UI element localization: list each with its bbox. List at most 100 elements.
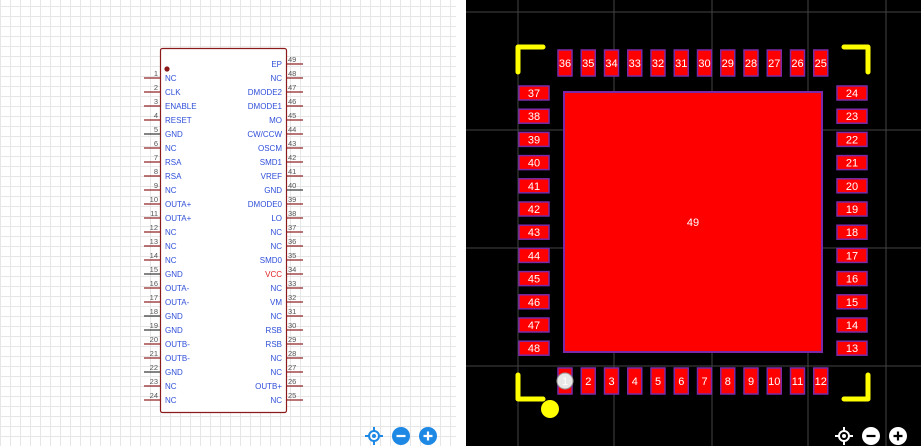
pin-number: 48 [288, 69, 296, 78]
schematic-locate-button[interactable] [365, 427, 383, 445]
pad-label: 28 [745, 58, 757, 70]
pad: 6 [673, 367, 689, 395]
pin-name: NC [165, 74, 177, 83]
pad-shape [836, 154, 868, 171]
pad: 20 [836, 178, 868, 194]
pin-name: GND [165, 326, 183, 335]
pad: 26 [789, 49, 806, 77]
pad-shape [813, 367, 829, 395]
pad: 43 [518, 224, 550, 240]
pad: 2 [580, 367, 596, 395]
pin-name: NC [165, 396, 177, 405]
footprint-locate-button[interactable] [835, 427, 853, 445]
pad-shape [813, 49, 829, 77]
pin-number: 35 [288, 251, 296, 260]
schematic-zoom-in-button[interactable] [419, 427, 437, 445]
pad: 3 [603, 367, 620, 395]
zoom-in-icon [889, 427, 907, 445]
pad-shape [696, 367, 713, 395]
pin-number: 27 [288, 363, 296, 372]
pin-number: 33 [288, 279, 296, 288]
pin-name: NC [165, 186, 177, 195]
pad-shape [789, 367, 806, 395]
pin-number: 8 [154, 167, 158, 176]
pin-number: 40 [288, 181, 296, 190]
pin-number: 19 [150, 321, 158, 330]
pad-label: 46 [528, 297, 540, 309]
pin-number: 32 [288, 293, 296, 302]
pad-label: 12 [815, 376, 827, 388]
pad-shape [696, 49, 713, 77]
pin-name: NC [165, 228, 177, 237]
pad-shape [518, 224, 550, 240]
pin-number: 28 [288, 349, 296, 358]
pad-shape [627, 367, 643, 395]
pad: 36 [557, 49, 573, 77]
pad-label: 29 [722, 58, 734, 70]
pad1-highlight [556, 372, 574, 390]
pad-label: 13 [846, 343, 858, 355]
pin-number: 22 [150, 363, 158, 372]
pin-name: NC [270, 396, 282, 405]
pad-label: 10 [768, 376, 780, 388]
pad: 42 [518, 201, 550, 217]
exposed-pad-shape [563, 91, 823, 353]
pin-number: 37 [288, 223, 296, 232]
pin-name: NC [270, 74, 282, 83]
pin-number: 47 [288, 83, 296, 92]
footprint-zoom-out-button[interactable] [862, 427, 880, 445]
pin-name: DMODE2 [248, 88, 283, 97]
pad: 10 [766, 367, 782, 395]
pad-shape [518, 247, 550, 264]
pad: 35 [580, 49, 596, 77]
pin-name: OUTB+ [255, 382, 282, 391]
pad-shape [766, 367, 782, 395]
pin-name: CW/CCW [247, 130, 282, 139]
pad: 39 [518, 131, 550, 148]
pad-shape [673, 49, 689, 77]
pin-name: OUTA- [165, 298, 190, 307]
pin-number: 4 [154, 111, 158, 120]
pad-shape [743, 367, 759, 395]
pad-label: 17 [846, 250, 858, 262]
pin-name: RESET [165, 116, 192, 125]
pad: 14 [836, 317, 868, 333]
pin-number: 49 [288, 55, 296, 64]
pad-label: 37 [528, 88, 540, 100]
pad-label: 19 [846, 204, 858, 216]
pad-shape [518, 201, 550, 217]
pad-shape [836, 201, 868, 217]
pin-name: OUTB- [165, 354, 190, 363]
pad: 8 [720, 367, 736, 395]
zoom-out-icon [392, 427, 410, 445]
pad-shape [789, 49, 806, 77]
footprint-panel[interactable]: 3635343332313029282726251234567891011123… [466, 0, 921, 446]
pad-label: 40 [528, 158, 540, 170]
pad-label: 34 [605, 58, 617, 70]
schematic-zoom-out-button[interactable] [392, 427, 410, 445]
footprint-zoom-in-button[interactable] [889, 427, 907, 445]
silkscreen-corner [841, 44, 871, 75]
pin-number: 44 [288, 125, 296, 134]
pad: 4 [627, 367, 643, 395]
panel-divider [456, 0, 466, 446]
